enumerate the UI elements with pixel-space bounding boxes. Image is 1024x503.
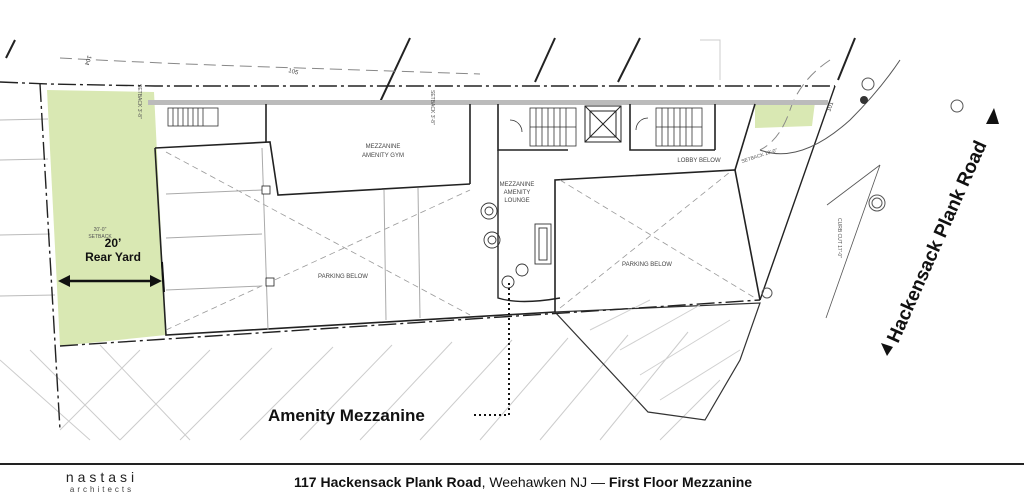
columns	[261, 185, 275, 287]
caption-city: , Weehawken NJ —	[481, 474, 609, 490]
contour-104: 104	[82, 54, 91, 66]
building-outline	[154, 103, 761, 336]
front-setback: SETBACK 10'-0"	[741, 148, 779, 165]
property-lines	[0, 81, 835, 431]
amenity-mezzanine-callout: Amenity Mezzanine	[268, 406, 425, 425]
road-arrow-head-up	[986, 108, 999, 124]
site-features	[759, 59, 964, 299]
caption-address: 117 Hackensack Plank Road	[294, 474, 482, 490]
lounge-label-line3: LOUNGE	[504, 198, 529, 204]
sidewalk-wedge	[553, 302, 761, 421]
neighbor-lines	[0, 118, 56, 297]
rear-yard-label: Rear Yard	[85, 250, 141, 264]
street-hatching	[0, 331, 721, 441]
lounge-enclosure	[497, 150, 561, 303]
lounge-furniture	[480, 202, 552, 289]
gym-label-line2: AMENITY GYM	[362, 153, 404, 159]
elevator	[584, 105, 622, 143]
core-stairs	[529, 107, 703, 147]
rear-yard-area	[47, 90, 166, 346]
parking-diagonals	[165, 151, 756, 331]
sheet-caption: 117 Hackensack Plank Road, Weehawken NJ …	[294, 474, 752, 490]
firm-subtitle: architects	[69, 485, 135, 494]
stair-left	[167, 107, 219, 127]
context-diagonals	[5, 37, 856, 103]
side-setback-mid: SETBACK 3'-8"	[429, 90, 435, 125]
contour-101: 101	[826, 101, 835, 113]
lobby-label: LOBBY BELOW	[677, 158, 721, 164]
lounge-label-line1: MEZZANINE	[500, 182, 535, 188]
firm-name: nastasi	[65, 469, 139, 485]
parking-left-label: PARKING BELOW	[318, 274, 368, 280]
rear-yard-dim-label: 20’	[105, 236, 122, 250]
lounge-label-line2: AMENITY	[504, 190, 531, 196]
contour-105: 105	[287, 68, 299, 77]
caption-title: First Floor Mezzanine	[608, 474, 753, 490]
footer-rule	[0, 463, 1024, 465]
parking-stalls	[165, 147, 421, 331]
side-setback-left: SETBACK 3'-8"	[136, 84, 142, 119]
road-arrow-head-down	[881, 343, 893, 356]
corner-landscape-area	[755, 102, 815, 128]
rear-setback-word: SETBACK	[88, 234, 112, 240]
contour-lines	[59, 57, 831, 151]
firm-logo: nastasi architects	[47, 470, 157, 495]
gym-label-line1: MEZZANINE	[366, 144, 401, 150]
amenity-leader	[474, 282, 510, 416]
curb-cut-dim: CURB CUT 17'-0"	[836, 218, 842, 258]
parking-right-label: PARKING BELOW	[622, 262, 672, 268]
rear-setback-dim: 20'-0"	[94, 227, 107, 233]
road-name-label: Hackensack Plank Road	[883, 138, 991, 346]
rear-yard-dimension	[58, 261, 165, 293]
